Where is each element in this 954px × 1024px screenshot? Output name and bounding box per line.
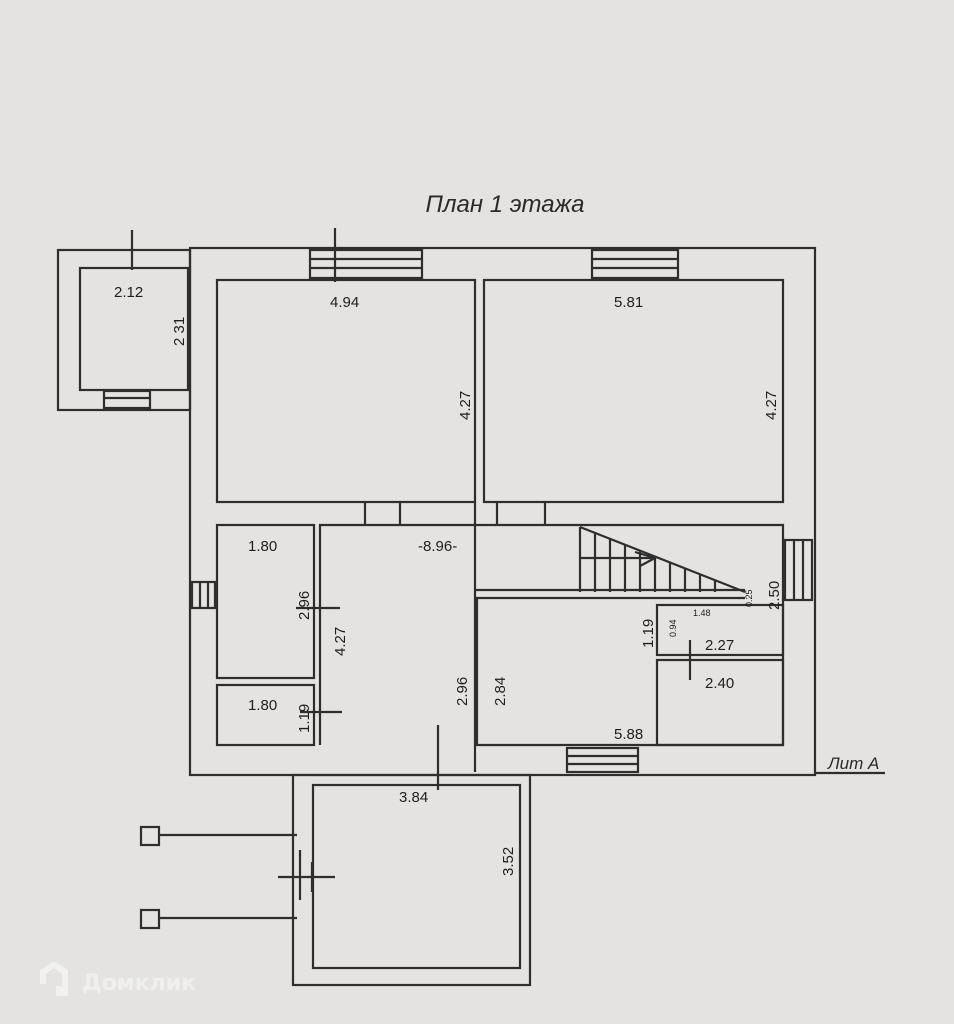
building-label: Лит А xyxy=(827,754,879,773)
dim-room1-width: 4.94 xyxy=(330,294,359,311)
dim-room2-width: 5.81 xyxy=(614,294,643,311)
dim-hall-length: -8.96- xyxy=(418,538,457,555)
dim-small1-depth: 2.96 xyxy=(296,591,313,620)
room-227 xyxy=(655,603,785,657)
dim-room-227: 2.27 xyxy=(705,637,734,654)
dim-porch-depth: 2 31 xyxy=(171,317,188,346)
dim-small2-width: 1.80 xyxy=(248,697,277,714)
dim-room1-depth: 4.27 xyxy=(457,391,474,420)
dim-stair-depth: 2.50 xyxy=(766,581,783,610)
dim-annex-depth: 3.52 xyxy=(500,847,517,876)
annex xyxy=(139,773,532,987)
dim-stair-gap: 0.25 xyxy=(744,589,754,607)
room-1 xyxy=(215,278,477,504)
window xyxy=(102,389,152,410)
windows xyxy=(190,228,814,790)
dim-hall-depth: 4.27 xyxy=(332,627,349,656)
room-240 xyxy=(655,658,785,747)
dim-right-width: 5.88 xyxy=(614,726,643,743)
dim-room2-depth: 4.27 xyxy=(763,391,780,420)
main-walls xyxy=(188,246,817,777)
dim-annex-width: 3.84 xyxy=(399,789,428,806)
dim-niche-width: 1.48 xyxy=(693,608,711,618)
room-2 xyxy=(482,278,785,504)
house-icon xyxy=(40,961,68,996)
dim-niche-depth-b: 0.94 xyxy=(668,619,678,637)
watermark-text: Домклик xyxy=(82,971,196,996)
domclick-logo: Домклик xyxy=(40,961,196,996)
dimension-labels: 2.12 2 31 4.94 4.27 5.81 4.27 1.80 2.96 … xyxy=(114,284,783,876)
small-room-2 xyxy=(215,683,316,747)
dim-small2-depth: 1.19 xyxy=(296,704,313,733)
small-room-1 xyxy=(215,523,316,680)
dim-room-240: 2.40 xyxy=(705,675,734,692)
arrow-icon xyxy=(634,550,658,567)
dim-right-depth: 2.84 xyxy=(492,677,509,706)
dim-porch-width: 2.12 xyxy=(114,284,143,301)
staircase xyxy=(578,525,746,594)
plan-title: План 1 этажа xyxy=(426,191,585,218)
dim-niche-depth-a: 1.19 xyxy=(640,619,657,648)
dim-hall-width: 2.96 xyxy=(454,677,471,706)
dim-small1-width: 1.80 xyxy=(248,538,277,555)
